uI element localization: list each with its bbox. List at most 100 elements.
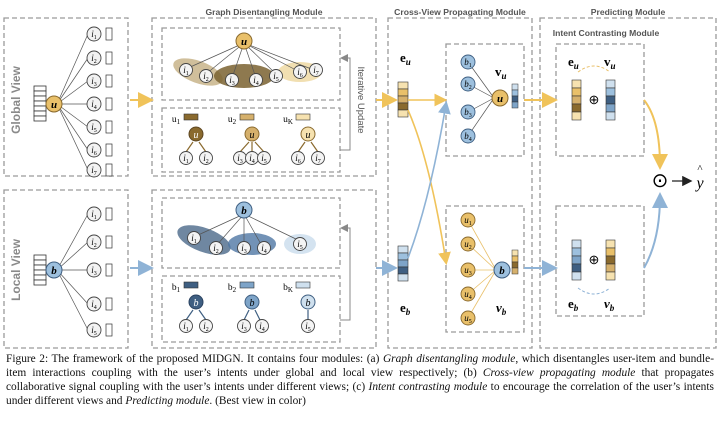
item-embedding-box [105,143,113,157]
propagation-bundle-node: b4 [460,128,476,144]
local-intent-chips: b1 b2 bK b b b [172,281,316,321]
global-item-node: i5 [86,119,102,135]
global-item-node: i4 [86,96,102,112]
intent-sub-item-node: i1 [179,151,193,165]
intent-sub-item-node: i2 [199,319,213,333]
svg-text:i1: i1 [183,321,189,333]
intent-item-node: i5 [293,237,307,251]
intent-sub-item-node: i6 [291,151,305,165]
svg-text:i5: i5 [273,71,279,83]
svg-text:i3: i3 [91,76,97,88]
svg-text:i1: i1 [183,153,189,165]
intent-item-node: i2 [199,69,213,83]
svg-text:i1: i1 [183,65,189,77]
global-item-node: i2 [86,50,102,66]
svg-text:u: u [306,130,311,141]
local-edges [56,213,89,331]
predict-local-block: ⊕ eb vb [568,239,616,313]
intent-item-node: i3 [237,241,251,255]
eb-vector: eb [397,245,411,317]
global-item-node: i1 [86,26,102,42]
propagation-user-node: u1 [460,212,476,228]
global-intent-graph: u [173,32,322,88]
intent-sub-item-node: i4 [255,319,269,333]
iterative-arrow-local [340,224,351,321]
svg-text:i3: i3 [241,321,247,333]
item-embedding-box [105,163,113,177]
item-embedding-box [105,120,113,134]
svg-text:i2: i2 [91,237,97,249]
svg-text:i1: i1 [91,209,97,221]
intent-item-node: i1 [179,63,193,77]
intent-item-node: i1 [187,231,201,245]
item-embedding-box [105,207,113,221]
svg-text:i1: i1 [191,233,197,245]
item-embedding-box [105,235,113,249]
framework-diagram: Graph Disentangling Module Cross-View Pr… [3,7,717,349]
svg-text:b1: b1 [172,283,181,294]
local-item-node: i3 [86,262,102,278]
svg-text:i2: i2 [203,153,209,165]
global-view-frame [3,17,129,177]
intent-sub-item-node: i3 [237,319,251,333]
global-user-node: u [45,95,63,113]
iterative-update-label: Iterative Update [355,66,366,133]
eb-to-global-prop [407,100,451,259]
svg-text:u4: u4 [464,289,472,301]
disentangling-module-title: Graph Disentangling Module [206,7,323,17]
local-view-label: Local View [9,238,23,300]
local-item-node: i1 [86,206,102,222]
local-intent-sub-items: i1 i2 i3 i4 i5 [179,319,315,333]
svg-text:b: b [306,298,311,309]
global-view-label: Global View [9,65,23,133]
global-embedding-table [33,85,47,122]
svg-text:b: b [241,205,247,217]
svg-text:i2: i2 [91,53,97,65]
propagation-user-node: u2 [460,236,476,252]
svg-text:b: b [51,265,57,277]
svg-text:u: u [51,99,57,111]
predict-global-block: eu vu ⊕ [568,54,616,121]
propagation-user-node: u4 [460,286,476,302]
local-embedding-table [33,254,47,286]
predicting-frame [539,17,717,349]
svg-text:vu: vu [495,64,507,81]
propagation-user-node: u3 [460,262,476,278]
local-item-nodes: i1 i2 i3 i4 i5 [86,206,113,338]
svg-text:i2: i2 [213,243,219,255]
svg-text:vb: vb [604,296,615,313]
svg-text:i6: i6 [91,145,97,157]
intent-sub-item-node: i7 [311,151,325,165]
intent-item-node: i2 [209,241,223,255]
svg-text:i3: i3 [237,153,243,165]
propagation-bundle-node: b1 [460,54,476,70]
intent-sub-item-node: i3 [233,151,247,165]
item-embedding-box [105,51,113,65]
svg-text:u: u [497,93,503,105]
svg-text:i5: i5 [91,122,97,134]
svg-text:i5: i5 [91,325,97,337]
svg-text:⊕: ⊕ [589,252,600,267]
svg-text:u: u [241,36,247,48]
local-bundle-node: b [45,261,63,279]
intent-sub-item-node: i2 [199,151,213,165]
intent-item-node: i5 [269,69,283,83]
contrasting-module-title: Intent Contrasting Module [553,28,660,38]
prediction-output: ⊙ y ^ [652,163,705,192]
svg-text:eb: eb [568,296,579,313]
svg-text:u1: u1 [464,215,472,227]
predicting-module-title: Predicting Module [591,7,666,17]
item-embedding-box [105,263,113,277]
svg-text:i5: i5 [305,321,311,333]
svg-text:i6: i6 [295,153,301,165]
propagation-bundle-node: b2 [460,76,476,92]
svg-text:i3: i3 [229,75,235,87]
svg-text:i4: i4 [253,75,259,87]
svg-text:i5: i5 [261,153,267,165]
svg-text:^: ^ [697,163,703,175]
svg-text:i4: i4 [91,299,97,311]
intent-sub-item-node: i5 [301,319,315,333]
